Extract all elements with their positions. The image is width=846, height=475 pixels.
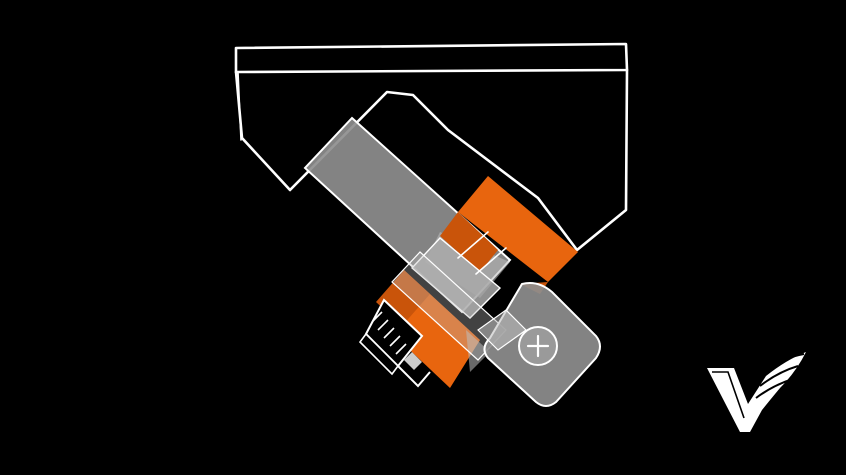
winged-v-logo-icon	[707, 352, 806, 432]
housing-bracket	[234, 42, 629, 252]
cross-screw-icon	[518, 326, 558, 366]
overlay-slab	[391, 251, 507, 361]
threaded-stud	[358, 298, 431, 388]
shaft	[410, 231, 507, 319]
